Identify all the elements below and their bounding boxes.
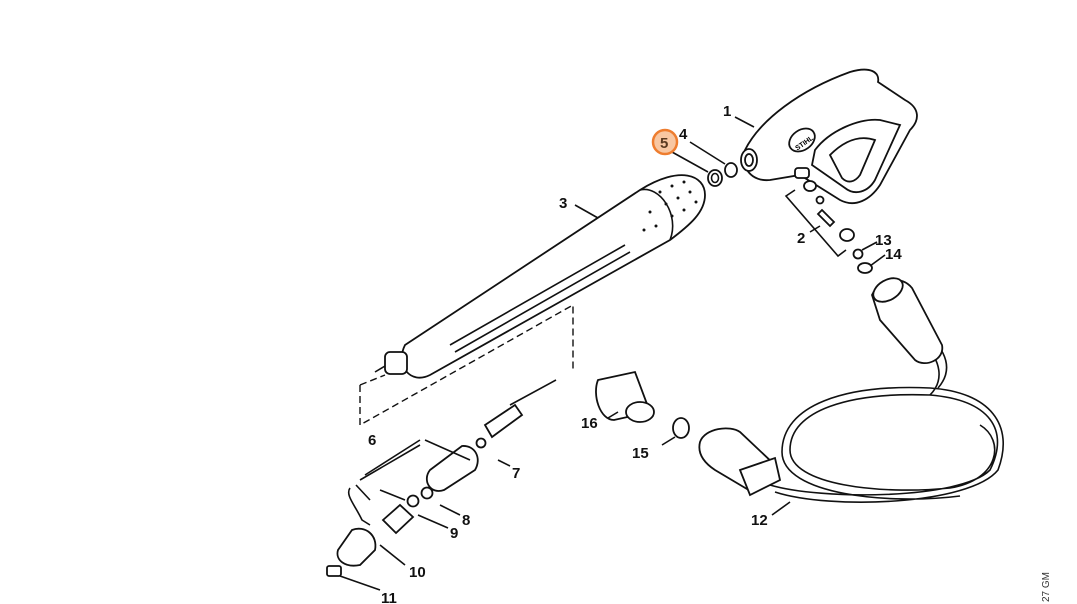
label-10[interactable]: 10 [409, 564, 426, 581]
label-14[interactable]: 14 [885, 246, 902, 263]
label-6[interactable]: 6 [368, 432, 376, 449]
part-12-hose[interactable] [698, 273, 1004, 503]
part-7-connector[interactable] [483, 403, 524, 439]
part-2-valve-group[interactable] [784, 180, 855, 258]
label-13[interactable]: 13 [875, 232, 892, 249]
label-11[interactable]: 11 [381, 590, 397, 604]
part-13-o-ring[interactable] [852, 248, 864, 260]
drawing-code: 27 GM [1041, 572, 1052, 602]
part-9-nozzle-body[interactable] [381, 503, 415, 535]
label-1[interactable]: 1 [723, 103, 731, 120]
hose-stub [509, 379, 557, 406]
part-4-o-ring[interactable] [724, 162, 738, 178]
part-11-nozzle-insert[interactable] [326, 565, 342, 577]
label-15[interactable]: 15 [632, 445, 649, 462]
label-9[interactable]: 9 [450, 525, 458, 542]
leader-lines [339, 116, 886, 591]
part-7-o-ring[interactable] [475, 437, 487, 449]
label-7[interactable]: 7 [512, 465, 520, 482]
label-2[interactable]: 2 [797, 230, 805, 247]
label-3[interactable]: 3 [559, 195, 567, 212]
label-5[interactable]: 5 [660, 135, 668, 152]
part-14-washer[interactable] [857, 262, 873, 274]
part-8-o-ring[interactable] [420, 486, 434, 500]
part-3-lance[interactable] [374, 174, 706, 379]
label-12[interactable]: 12 [751, 512, 768, 529]
highlight-marker[interactable] [651, 128, 679, 156]
part-9-o-ring[interactable] [406, 494, 420, 508]
part-15-o-ring[interactable] [672, 417, 690, 439]
label-4[interactable]: 4 [679, 126, 688, 143]
label-8[interactable]: 8 [462, 512, 470, 529]
part-10-nozzle-tip[interactable] [336, 527, 377, 567]
part-5-ring[interactable] [707, 169, 723, 187]
part-1-gun-handle[interactable]: STIHL [740, 68, 918, 205]
clip [347, 484, 371, 526]
label-16[interactable]: 16 [581, 415, 598, 432]
